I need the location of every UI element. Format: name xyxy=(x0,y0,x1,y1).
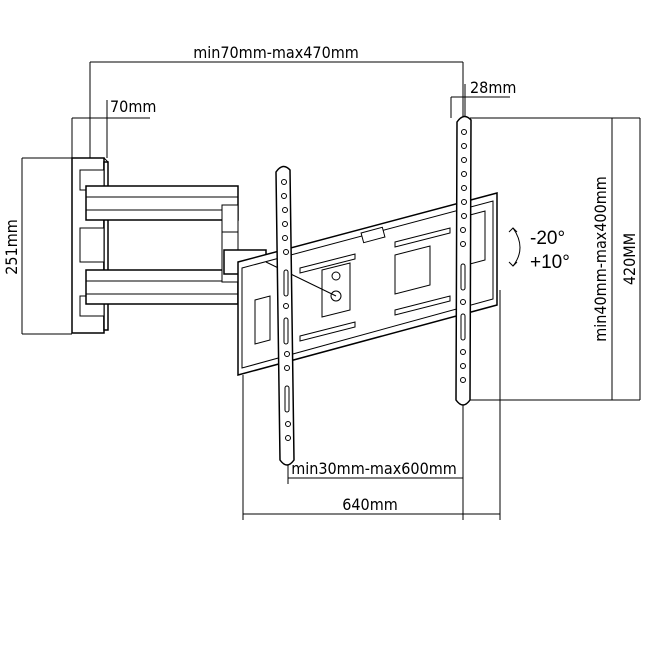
dim-plate-depth: 28mm xyxy=(450,78,516,118)
dim-wall-plate-height: 251mm xyxy=(2,157,72,335)
label-tilt-up: +10° xyxy=(530,252,570,273)
label-plate-depth: 28mm xyxy=(470,78,516,97)
tv-plate xyxy=(237,192,498,376)
label-arm-extension: min70mm-max470mm xyxy=(193,43,359,62)
wall-plate xyxy=(71,157,109,334)
dim-total-height: 420MM xyxy=(612,117,641,400)
label-total-height: 420MM xyxy=(620,233,639,285)
dim-total-width: 640mm xyxy=(242,290,501,520)
tilt-indicator: -20° +10° xyxy=(508,227,570,273)
vertical-bracket-right xyxy=(455,115,472,406)
dim-wall-plate-width: 70mm xyxy=(71,97,156,158)
swing-arm-upper xyxy=(85,185,239,262)
label-tilt-down: -20° xyxy=(530,228,565,249)
label-total-width: 640mm xyxy=(342,495,398,514)
center-mechanism xyxy=(265,226,386,318)
label-wall-plate-height: 251mm xyxy=(2,219,21,275)
dim-vesa-vertical: min40mm-max400mm xyxy=(470,117,640,401)
dim-arm-extension: min70mm-max470mm xyxy=(89,43,464,158)
label-vesa-horizontal: min30mm-max600mm xyxy=(291,459,457,478)
vertical-bracket-left xyxy=(275,165,295,466)
swing-arm-lower xyxy=(85,231,239,305)
plate-slots xyxy=(254,210,486,345)
label-vesa-vertical: min40mm-max400mm xyxy=(591,176,610,342)
label-wall-plate-width: 70mm xyxy=(110,97,156,116)
